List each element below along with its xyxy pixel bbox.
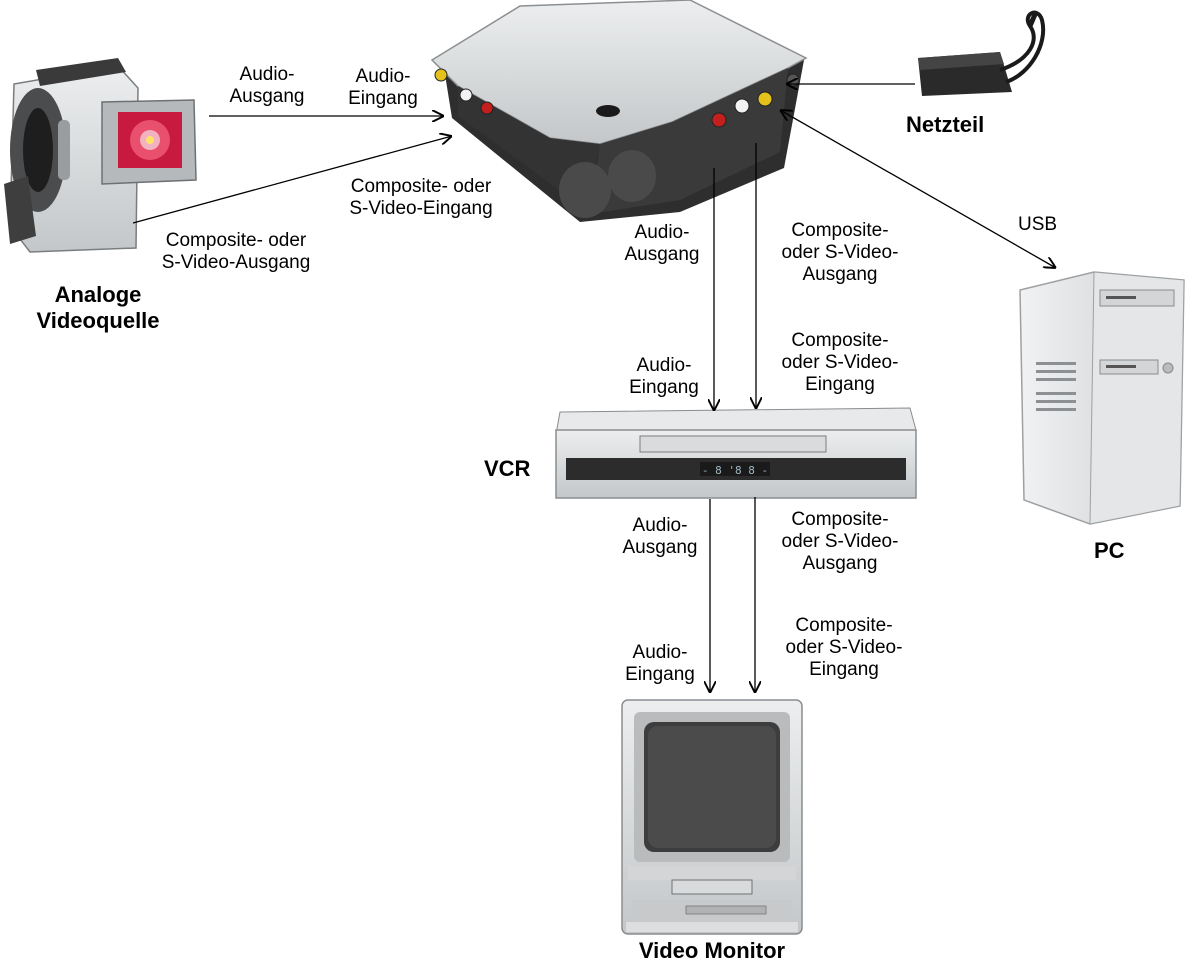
- crt-monitor-icon: [621, 699, 803, 935]
- label-cam-audio-out: Audio- Ausgang: [212, 64, 322, 108]
- label-vcr-video-out: Composite- oder S-Video- Ausgang: [762, 509, 918, 575]
- label-line: oder S-Video-: [781, 242, 899, 263]
- label-vcr: VCR: [484, 456, 531, 481]
- camcorder-icon: [4, 58, 197, 253]
- label-line: oder S-Video-: [781, 352, 899, 373]
- label-pc: PC: [1094, 538, 1125, 563]
- label-usb: USB: [1018, 214, 1058, 235]
- label-video-monitor: Video Monitor: [638, 938, 786, 963]
- label-power-supply: Netzteil: [906, 112, 985, 137]
- label-line: Composite-: [791, 330, 889, 351]
- label-line: Eingang: [805, 374, 875, 395]
- label-line: Composite- oder: [165, 230, 307, 251]
- label-line: Eingang: [809, 659, 879, 680]
- label-line: Analoge: [54, 282, 142, 307]
- label-line: Composite-: [791, 220, 889, 241]
- label-vcr-audio-out: Audio- Ausgang: [612, 515, 708, 559]
- label-analog-source: Analoge Videoquelle: [0, 282, 196, 334]
- label-cam-video-out: Composite- oder S-Video-Ausgang: [136, 230, 336, 274]
- label-line: S-Video-Eingang: [349, 198, 493, 219]
- label-line: Ausgang: [622, 537, 698, 558]
- label-box-audio-out: Audio- Ausgang: [612, 222, 712, 266]
- label-line: Audio-: [636, 355, 692, 376]
- label-line: Ausgang: [229, 86, 305, 107]
- label-line: Composite-: [791, 509, 889, 530]
- label-line: Ausgang: [624, 244, 700, 265]
- label-vcr-audio-in: Audio- Eingang: [616, 355, 712, 399]
- label-line: Audio-: [634, 222, 690, 243]
- desktop-pc-icon: [1019, 271, 1185, 525]
- power-adapter-icon: [918, 10, 1046, 96]
- svg-text:- 8 '8 8 -: - 8 '8 8 -: [702, 464, 768, 477]
- label-line: Composite- oder: [350, 176, 492, 197]
- label-box-audio-in: Audio- Eingang: [338, 66, 428, 110]
- label-line: Ausgang: [802, 264, 878, 285]
- label-line: oder S-Video-: [785, 637, 903, 658]
- connector-usb: [780, 110, 1056, 268]
- label-line: Audio-: [239, 64, 295, 85]
- label-line: Videoquelle: [36, 308, 160, 333]
- label-box-video-out: Composite- oder S-Video- Ausgang: [762, 220, 918, 286]
- label-line: Eingang: [348, 88, 418, 109]
- connector-cam-video: [132, 136, 452, 224]
- label-line: S-Video-Ausgang: [161, 252, 311, 273]
- label-vcr-video-in: Composite- oder S-Video- Eingang: [762, 330, 918, 396]
- label-mon-audio-in: Audio- Eingang: [612, 642, 708, 686]
- label-line: Audio-: [355, 66, 411, 87]
- label-line: Composite-: [795, 615, 893, 636]
- label-line: Audio-: [632, 515, 688, 536]
- vcr-icon: - 8 '8 8 -: [555, 407, 917, 499]
- label-line: Eingang: [629, 377, 699, 398]
- label-box-video-in: Composite- oder S-Video-Eingang: [326, 176, 516, 220]
- label-line: oder S-Video-: [781, 531, 899, 552]
- label-line: Eingang: [625, 664, 695, 685]
- label-line: Ausgang: [802, 553, 878, 574]
- label-line: Audio-: [632, 642, 688, 663]
- label-mon-video-in: Composite- oder S-Video- Eingang: [766, 615, 922, 681]
